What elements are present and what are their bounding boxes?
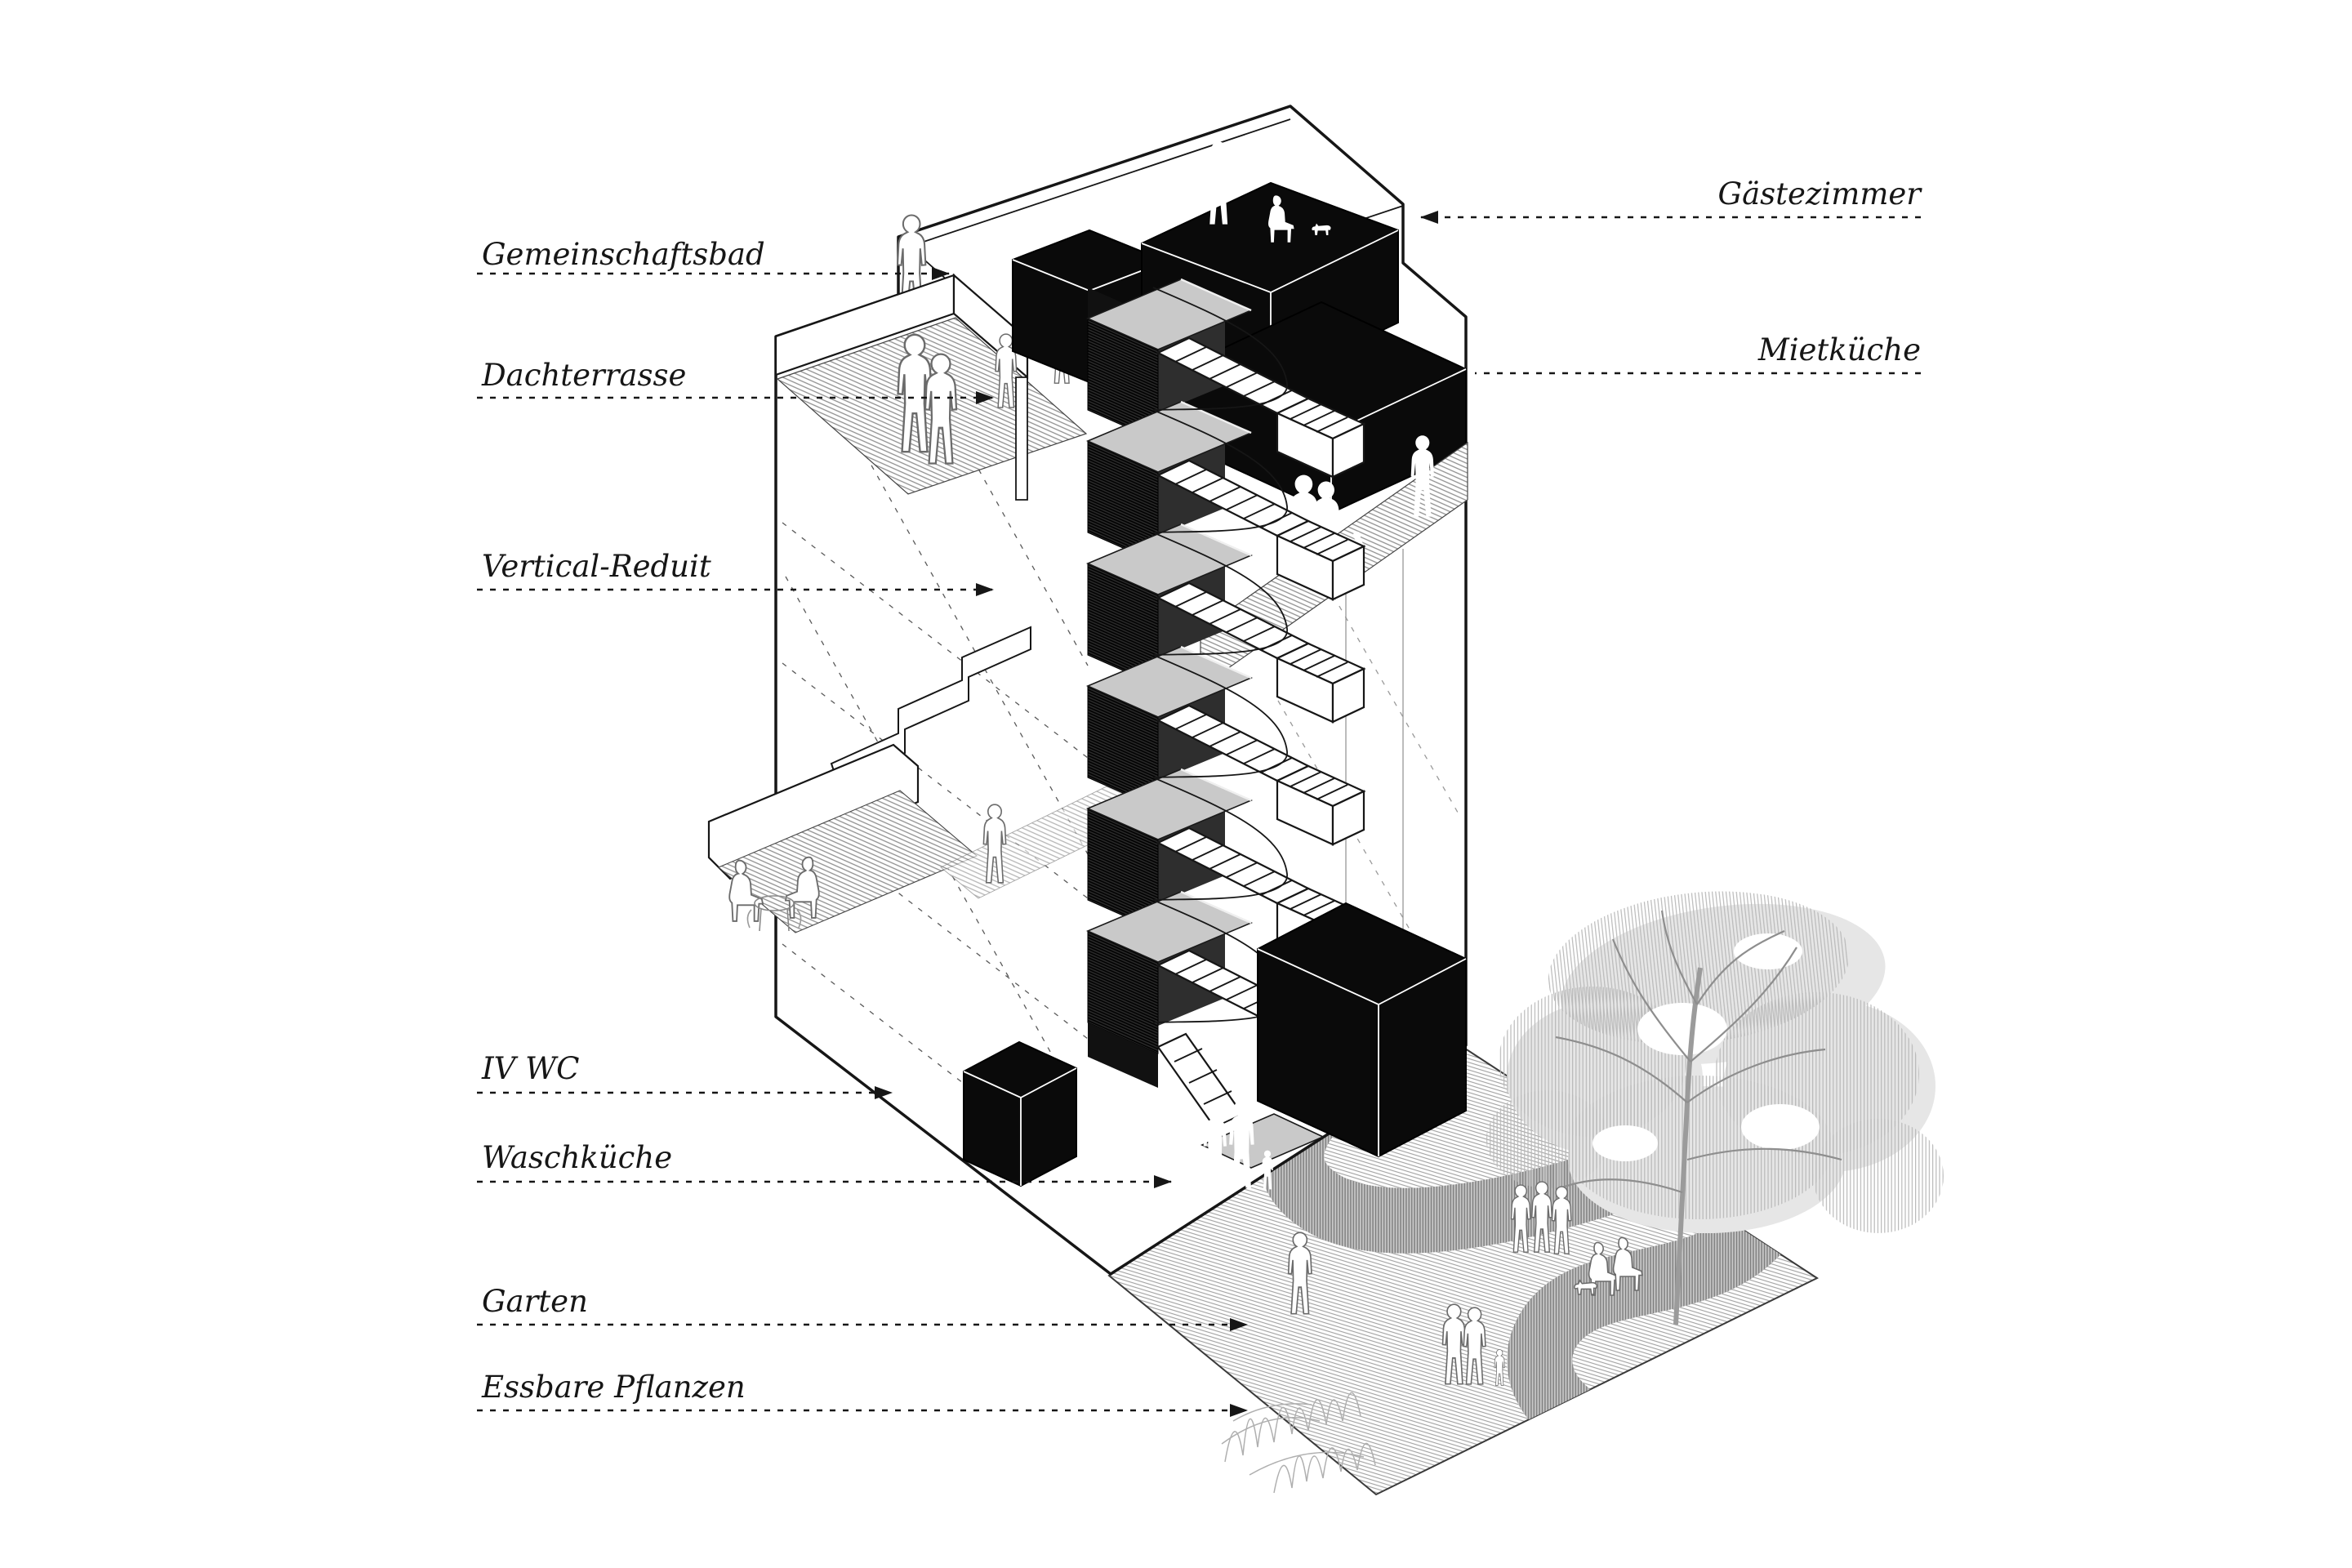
label-vertical-reduit: Vertical-Reduit xyxy=(482,549,711,584)
label-iv-wc: IV WC xyxy=(482,1051,580,1086)
balcony-post xyxy=(1015,376,1028,501)
label-garten: Garten xyxy=(482,1284,588,1319)
bush-essbare-pflanzen xyxy=(1221,1392,1376,1494)
tree xyxy=(1486,891,1944,1325)
dachterrasse xyxy=(774,214,1088,501)
tree-branches xyxy=(1555,910,1842,1325)
waschkueche-box xyxy=(1203,902,1467,1190)
label-mietkueche: Mietküche xyxy=(1757,332,1921,368)
label-dachterrasse: Dachterrasse xyxy=(482,358,687,393)
label-gemeinschaftsbad: Gemeinschaftsbad xyxy=(482,237,765,272)
iv-wc-box xyxy=(963,1040,1077,1187)
mid-balcony xyxy=(707,626,1180,933)
label-gaestezimmer: Gästezimmer xyxy=(1717,176,1921,212)
label-waschkueche: Waschküche xyxy=(482,1140,673,1175)
building xyxy=(707,105,1468,1276)
label-essbare-pflanzen: Essbare Pflanzen xyxy=(482,1370,746,1405)
leader-lines xyxy=(477,211,1921,1417)
